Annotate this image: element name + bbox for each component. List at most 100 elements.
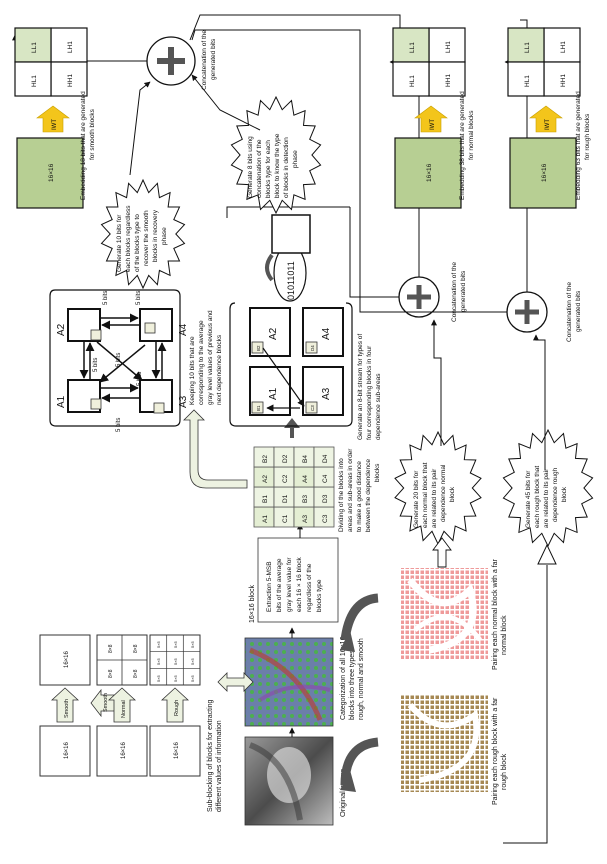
rough-pattern-image [401,695,488,792]
grid-cell-label: C4 [322,474,329,483]
pairing-rough-label-1: Pairing each rough block with a far [492,697,499,805]
dependence-areas-mid [229,302,353,427]
block-16x16 [509,137,577,209]
gen8-label-6: phase [292,150,299,168]
area-a2-label: A2 [56,323,67,336]
grid-cell-label: C3 [322,514,329,523]
svg-text:16×16: 16×16 [64,650,70,668]
svg-text:regardless of the: regardless of the [306,563,313,612]
extraction-box: Extraction 5-MSB bits of the average gra… [257,537,339,623]
block-16x16 [16,137,84,209]
bitstream-text: 01011011 [286,261,296,300]
bits-label-3: 5 bits [116,353,122,367]
keeping-label-1: Keeping 10 bits that are [189,336,196,405]
iwt-label: IWT [430,119,436,130]
categorization-label-1: Categorization of all 16×16 [340,636,347,720]
wavelet-cell-label: HL1 [524,75,531,87]
pairing-normal-label-2: normal block [501,615,508,655]
embed18-label-1: Embedding 18 bits that are generated [80,91,87,200]
svg-text:8×8: 8×8 [108,644,114,653]
dividing-label-1: Dividing of the blocks into [338,458,345,532]
block-16x16-label: 16×16 [541,163,548,182]
gen45-label-4: dependence rough [552,467,559,522]
gen10-label-3: of the blocks type to [134,214,141,272]
plus-circle-top [146,36,196,86]
concat-bottom-label-2: generated bits [575,290,582,332]
gen20-label-3: are related to its pair [431,468,438,528]
dividing-label-5: blocks [374,463,381,482]
subblocking-label-2: different values of information [216,720,223,812]
grid-cell [313,446,335,468]
double-hollow-arrow [217,672,254,692]
keeping-label-2: corresponding to the average [198,320,205,405]
subblock-arrows [50,687,190,723]
block16-label: 16×16 block [249,585,256,623]
categorization-label-3: rough, normal and smooth [358,638,365,720]
iwt-arrow [529,105,563,133]
svg-text:5×5: 5×5 [190,640,195,648]
svg-text:5×5: 5×5 [173,674,178,682]
smooth-tag: Smooth [64,699,70,718]
gen10-label-2: each blocks regardless [125,205,132,272]
iwt-arrow [414,105,448,133]
wavelet-cell [428,61,466,97]
starburst-gen8 [230,95,322,215]
gen45-label-1: Generate 45 bits for [525,470,532,528]
svg-text:8×8: 8×8 [108,669,114,678]
concat-mid-label-1: Concatenation of the [451,262,458,322]
wavelet-cell-label: HL1 [31,75,38,87]
plus-circle-mid [398,276,440,318]
wavelet-cell-label: LH1 [67,41,74,53]
embed63-label-1: Embedding 63 bits that are generated [575,91,582,200]
grid-cell-label: D3 [322,494,329,503]
svg-text:5×5: 5×5 [173,640,178,648]
wavelet-cell-label: HL1 [409,75,416,87]
wavelet-cell-label: HH1 [445,74,452,87]
grid-cell-label: D2 [282,454,289,463]
dependence-areas-top [49,289,181,427]
tag-b2: B1 [256,405,261,411]
gen8-label-1: Generate 8 bits using [247,136,254,198]
wavelet-cell-label: LH1 [445,41,452,53]
wavelet-cell-label: LL1 [409,42,416,53]
svg-text:Extraction 5-MSB: Extraction 5-MSB [266,561,273,612]
pairing-normal-label-1: Pairing each normal block with a far [492,558,499,670]
starburst-gen10 [100,178,186,290]
hollow-curved-arrow [183,409,248,489]
original-image [244,736,334,826]
subblock-normal: 16×16 8×8 8×8 8×8 8×8 [96,634,148,777]
svg-text:16×16: 16×16 [121,741,127,759]
generate-stream-label-3: dependence sub-areas [375,373,382,440]
starburst-gen20 [394,430,482,546]
wavelet-cell-label: HH1 [560,74,567,87]
iwt-arrow [36,105,70,133]
wavelet-cell [50,27,88,63]
subblock-smooth: 16×16 Smooth 16×16 [39,634,118,777]
curved-arrow-normal [340,593,379,641]
svg-text:5×5: 5×5 [156,640,161,648]
mid-area-a3-label: A3 [321,387,332,400]
concat-top-label-2: generated bits [210,38,217,80]
gen10-label-5: blocks in recovery [152,209,159,262]
hollow-arrow-normal [432,537,452,568]
bits-label-4: 5 bits [103,291,109,305]
gen10-label-1: Generate 10 bits for [116,214,123,272]
grid-cell-label: D1 [282,494,289,503]
wavelet-cell-label: LH1 [560,41,567,53]
categorized-image [244,637,334,727]
categorization-label-2: blocks into three types: [349,648,356,720]
gen10-label-6: phase [161,227,168,245]
wavelet-cell [14,27,52,63]
mid-area-a1-label: A1 [268,387,279,400]
svg-text:Smooth: Smooth [103,693,109,712]
svg-text:5×5: 5×5 [156,674,161,682]
gen45-label-5: block [561,486,568,502]
grid-cell-label: A2 [262,475,269,483]
svg-text:5×5: 5×5 [173,657,178,665]
svg-text:16×16: 16×16 [174,741,180,759]
grid-cell-label: A3 [302,515,309,523]
line-rough-to-gen45 [503,565,548,844]
gen8-label-5: of blocks in detection [283,137,290,198]
